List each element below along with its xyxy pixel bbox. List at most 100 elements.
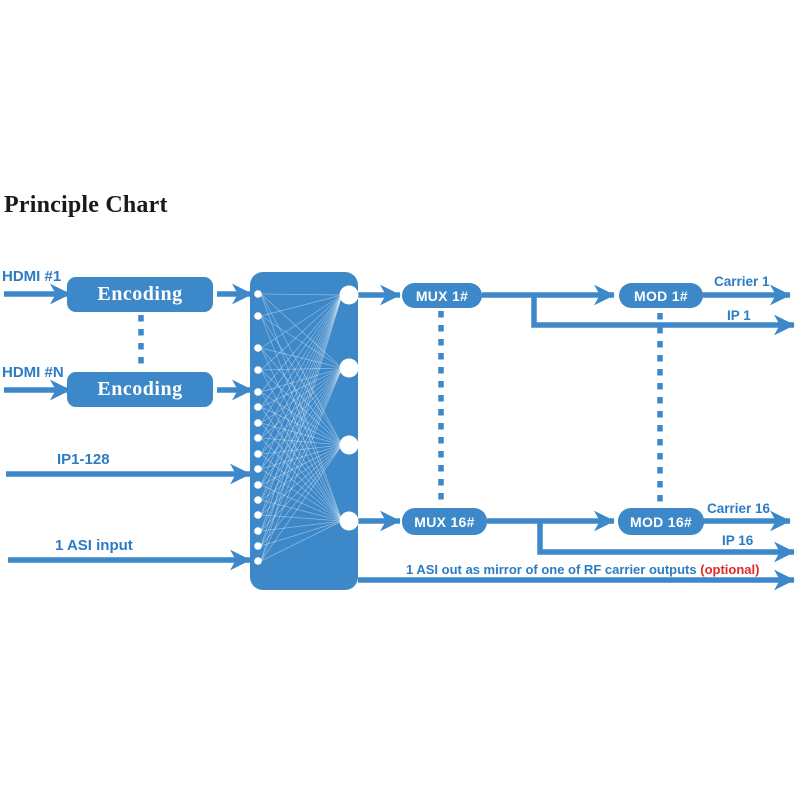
matrix-mesh-line xyxy=(260,437,343,522)
matrix-mesh-line xyxy=(260,294,343,532)
matrix-input-port xyxy=(254,403,262,411)
matrix-mesh-line xyxy=(260,499,343,522)
matrix-mesh-line xyxy=(260,347,343,369)
matrix-mesh-line xyxy=(260,367,343,470)
matrix-input-port xyxy=(254,511,262,519)
matrix-mesh-line xyxy=(260,294,343,408)
matrix-mesh-line xyxy=(260,294,343,371)
matrix-input-port xyxy=(254,481,262,489)
matrix-output-port xyxy=(339,285,359,305)
ip16-output-arrow xyxy=(537,521,795,563)
matrix-crossbar-mesh xyxy=(254,285,359,565)
matrix-mesh-line xyxy=(260,444,343,501)
asi-mirror-optional-tag: (optional) xyxy=(700,562,760,577)
matrix-output-port xyxy=(339,435,359,455)
matrix-mesh-line xyxy=(260,294,343,547)
matrix-mesh-line xyxy=(260,293,343,296)
mod1-block: MOD 1# xyxy=(619,283,703,308)
ip1-output-arrow xyxy=(531,295,795,336)
hdmiN-input-label: HDMI #N xyxy=(2,364,64,381)
matrix-mesh-line xyxy=(260,453,343,522)
matrix-input-port xyxy=(254,344,262,352)
continuation-dashed-lines xyxy=(138,311,663,505)
encoding-block-2: Encoding xyxy=(67,372,213,407)
matrix-mesh-line xyxy=(260,391,343,522)
carrier16-output-label: Carrier 16 xyxy=(707,501,771,516)
matrix-input-port xyxy=(254,388,262,396)
matrix-mesh-line xyxy=(260,520,343,562)
matrix-mesh-line xyxy=(260,294,343,501)
matrix-mesh-line xyxy=(260,315,343,369)
matrix-mesh-line xyxy=(260,294,343,455)
matrix-mesh-line xyxy=(260,520,343,547)
matrix-mesh-line xyxy=(260,514,343,522)
matrix-mesh-line xyxy=(260,369,343,446)
mod16-block: MOD 16# xyxy=(618,508,704,535)
matrix-mesh-line xyxy=(260,367,343,424)
matrix-mesh-line xyxy=(260,391,343,446)
encoding-block-1: Encoding xyxy=(67,277,213,312)
matrix-mesh-line xyxy=(260,294,343,516)
matrix-mesh-line xyxy=(260,367,343,393)
matrix-mesh-line xyxy=(260,468,343,522)
matrix-mesh-line xyxy=(260,294,343,562)
matrix-input-port xyxy=(254,542,262,550)
matrix-input-port xyxy=(254,290,262,298)
matrix-mesh-line xyxy=(260,293,343,522)
matrix-mesh-line xyxy=(260,293,343,369)
matrix-mesh-line xyxy=(260,520,343,532)
matrix-mesh-line xyxy=(260,294,343,470)
matrix-mesh-line xyxy=(260,367,343,547)
matrix-mesh-line xyxy=(260,444,343,486)
matrix-mesh-line xyxy=(260,315,343,446)
carrier1-output-label: Carrier 1 xyxy=(714,274,770,289)
matrix-mesh-line xyxy=(260,347,343,522)
matrix-mesh-line xyxy=(260,367,343,371)
matrix-mesh-line xyxy=(260,294,343,317)
matrix-input-port xyxy=(254,465,262,473)
matrix-input-port xyxy=(254,419,262,427)
hdmi1-input-label: HDMI #1 xyxy=(2,268,62,285)
matrix-mesh-line xyxy=(260,293,343,446)
matrix-mesh-line xyxy=(260,367,343,501)
matrix-mesh-line xyxy=(260,294,343,439)
matrix-input-port xyxy=(254,312,262,320)
matrix-mesh-line xyxy=(260,437,343,446)
asi-input-label: 1 ASI input xyxy=(55,537,133,554)
matrix-mesh-line xyxy=(260,444,343,532)
ip-input-label: IP1-128 xyxy=(57,451,110,468)
matrix-mesh-line xyxy=(260,444,343,562)
matrix-mesh-line xyxy=(260,294,343,486)
matrix-mesh-line xyxy=(260,444,343,470)
mux1-block: MUX 1# xyxy=(402,283,482,308)
asi-mirror-note: 1 ASI out as mirror of one of RF carrier… xyxy=(406,562,759,577)
matrix-input-port xyxy=(254,450,262,458)
matrix-input-port xyxy=(254,366,262,374)
mux16-block: MUX 16# xyxy=(402,508,487,535)
matrix-mesh-line xyxy=(260,422,343,446)
matrix-mesh-line xyxy=(260,294,343,393)
matrix-output-port xyxy=(339,511,359,531)
matrix-mesh-line xyxy=(260,369,343,522)
matrix-mesh-line xyxy=(260,367,343,408)
matrix-mesh-line xyxy=(260,444,343,455)
ip1-output-label: IP 1 xyxy=(727,308,751,323)
matrix-mesh-line xyxy=(260,422,343,522)
matrix-mesh-line xyxy=(260,406,343,522)
matrix-output-port xyxy=(339,358,359,378)
switch-matrix-block xyxy=(250,272,359,590)
matrix-mesh-line xyxy=(260,484,343,522)
matrix-mesh-line xyxy=(260,315,343,522)
matrix-input-port xyxy=(254,434,262,442)
matrix-mesh-line xyxy=(260,367,343,439)
matrix-mesh-line xyxy=(260,444,343,547)
matrix-input-port xyxy=(254,527,262,535)
matrix-mesh-line xyxy=(260,367,343,562)
ip16-output-label: IP 16 xyxy=(722,533,754,548)
matrix-mesh-line xyxy=(260,367,343,532)
matrix-mesh-line xyxy=(260,367,343,516)
matrix-mesh-line xyxy=(260,367,343,486)
matrix-mesh-line xyxy=(260,294,343,424)
